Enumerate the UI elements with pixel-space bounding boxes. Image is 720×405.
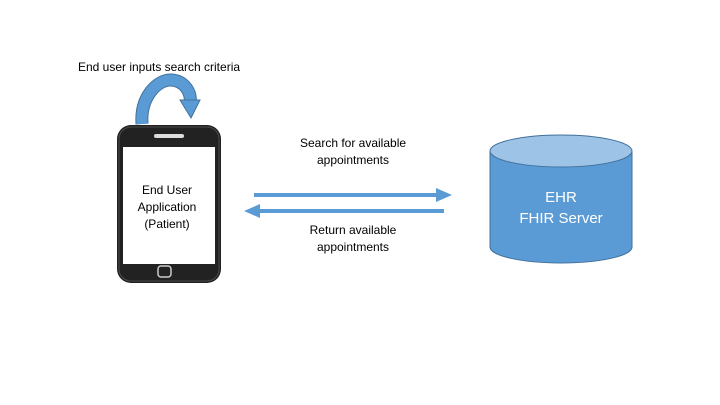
server-label-line: FHIR Server xyxy=(519,210,603,227)
curved-loop-arrow-icon xyxy=(135,73,201,125)
server-label-line: EHR xyxy=(545,189,577,206)
request-arrow xyxy=(254,188,452,202)
response-arrow xyxy=(244,204,444,218)
loop-label: End user inputs search criteria xyxy=(77,60,241,74)
response-label-line: appointments xyxy=(316,240,390,254)
app-label-line: Application xyxy=(137,200,197,214)
request-label-line: Search for available xyxy=(299,136,407,150)
app-label: End User Application (Patient) xyxy=(124,182,210,233)
app-label-line: End User xyxy=(141,183,193,197)
smartphone-icon xyxy=(117,125,221,283)
cylinder-database-icon xyxy=(489,134,633,264)
response-label: Return available appointments xyxy=(268,222,438,256)
response-label-line: Return available xyxy=(309,223,397,237)
server-label: EHR FHIR Server xyxy=(490,187,632,229)
request-label-line: appointments xyxy=(316,153,390,167)
request-label: Search for available appointments xyxy=(268,135,438,169)
phone-home-button xyxy=(157,265,172,278)
app-label-line: (Patient) xyxy=(144,217,190,231)
phone-screen xyxy=(123,147,215,264)
